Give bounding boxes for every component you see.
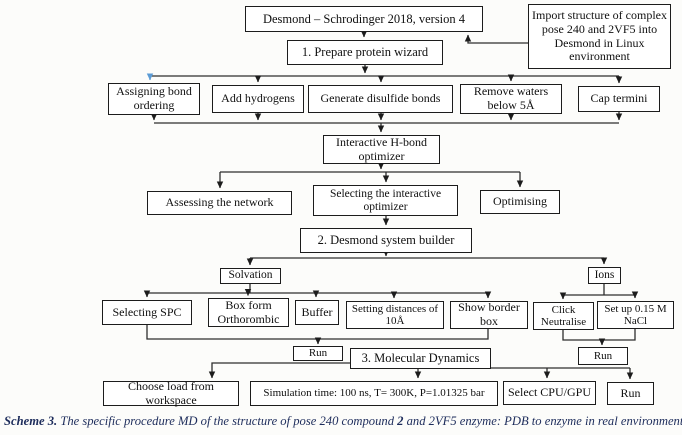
box-click-neutralise: Click Neutralise <box>533 302 594 330</box>
box-selecting-optimizer: Selecting the interactive optimizer <box>313 185 458 216</box>
box-buffer: Buffer <box>295 300 339 325</box>
box-assigning-bond-ordering: Assigning bond ordering <box>108 83 200 115</box>
box-simulation-params: Simulation time: 100 ns, T= 300K, P=1.01… <box>250 381 498 406</box>
box-desmond-system-builder: 2. Desmond system builder <box>300 228 472 253</box>
box-remove-waters: Remove waters below 5Å <box>460 84 562 114</box>
box-cap-termini: Cap termini <box>578 86 660 112</box>
box-setup-nacl: Set up 0.15 M NaCl <box>597 301 674 329</box>
box-run-md: Run <box>607 382 654 405</box>
scheme-caption-text-before: The specific procedure MD of the structu… <box>57 414 398 428</box>
box-box-form-orthorombic: Box form Orthorombic <box>208 298 289 327</box>
scheme-caption-compound: 2 <box>397 414 404 428</box>
box-show-border-box: Show border box <box>450 301 528 329</box>
box-select-cpu-gpu: Select CPU/GPU <box>503 381 596 405</box>
box-ions: Ions <box>588 267 621 284</box>
box-selecting-spc: Selecting SPC <box>102 300 192 325</box>
box-generate-disulfide-bonds: Generate disulfide bonds <box>308 85 453 113</box>
scheme-caption: Scheme 3. The specific procedure MD of t… <box>4 414 682 429</box>
box-run-solvation: Run <box>293 346 343 361</box>
box-run-ions: Run <box>578 347 628 365</box>
box-choose-load-workspace: Choose load from workspace <box>103 379 239 406</box>
box-add-hydrogens: Add hydrogens <box>212 85 304 113</box>
box-solvation: Solvation <box>220 268 281 284</box>
box-molecular-dynamics: 3. Molecular Dynamics <box>350 348 491 369</box>
scheme-caption-label: Scheme 3. <box>4 414 58 428</box>
box-prepare-protein-wizard: 1. Prepare protein wizard <box>287 40 443 65</box>
box-assessing-network: Assessing the network <box>147 191 292 215</box>
box-setting-distances: Setting distances of 10Å <box>346 301 444 329</box>
box-import-structure: Import structure of complex pose 240 and… <box>528 4 671 69</box>
box-hbond-optimizer: Interactive H-bond optimizer <box>323 135 440 164</box>
box-desmond-title: Desmond – Schrodinger 2018, version 4 <box>245 6 483 32</box>
scheme-caption-text-after: and 2VF5 enzyme: PDB to enzyme in real e… <box>403 414 682 428</box>
box-optimising: Optimising <box>480 190 560 214</box>
